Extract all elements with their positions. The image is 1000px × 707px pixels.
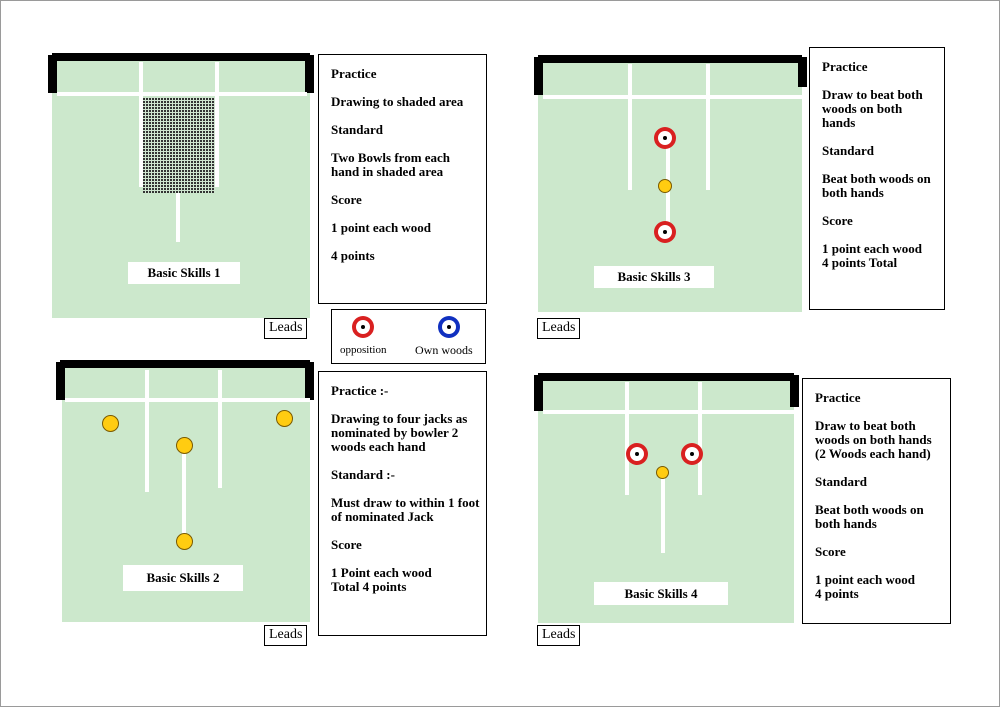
centre-line xyxy=(182,450,186,538)
ditch-top xyxy=(538,373,794,381)
info-practice: Practice xyxy=(822,59,868,74)
jack xyxy=(102,415,119,432)
crossline xyxy=(543,95,802,99)
info-standard-text: Beat both woods on both hands xyxy=(822,171,931,200)
info-box-1: Practice Drawing to shaded area Standard… xyxy=(318,54,487,304)
boundary-line-right xyxy=(698,382,702,495)
ditch-right xyxy=(305,362,314,400)
centre-line xyxy=(176,190,180,242)
diagram-label: Basic Skills 1 xyxy=(128,262,240,284)
ditch-top xyxy=(538,55,802,63)
opposition-wood-icon xyxy=(352,316,374,338)
info-practice-text: Drawing to shaded area xyxy=(331,94,464,109)
ditch-right xyxy=(790,375,799,407)
boundary-line-left xyxy=(628,64,632,190)
info-total: 4 points xyxy=(331,248,375,263)
jack xyxy=(658,179,672,193)
info-score-text: 1 Point each wood Total 4 points xyxy=(331,565,432,594)
info-score-text: 1 point each wood 4 points Total xyxy=(822,241,923,270)
jack xyxy=(276,410,293,427)
info-practice-text: Draw to beat both woods on both hands xyxy=(822,87,923,130)
crossline xyxy=(543,410,794,414)
leads-label: Leads xyxy=(537,318,581,339)
boundary-line-right xyxy=(706,64,710,190)
info-score: Score xyxy=(331,192,362,207)
key-legend: opposition Own woods xyxy=(331,309,486,364)
diagram-label: Basic Skills 3 xyxy=(594,266,714,288)
info-standard: Standard xyxy=(815,474,868,489)
ditch-top xyxy=(60,360,310,368)
info-practice: Practice xyxy=(331,66,377,81)
ditch-left xyxy=(48,55,57,93)
opposition-wood-icon xyxy=(626,443,648,465)
crossline xyxy=(65,398,310,402)
jack xyxy=(176,437,193,454)
leads-label: Leads xyxy=(264,625,308,646)
info-box-2: Practice :- Drawing to four jacks as nom… xyxy=(318,371,487,636)
info-practice: Practice xyxy=(815,390,861,405)
ditch-left xyxy=(534,375,543,411)
jack xyxy=(176,533,193,550)
info-score: Score xyxy=(815,544,846,559)
shaded-target-area xyxy=(143,97,215,193)
info-practice: Practice :- xyxy=(331,383,389,398)
info-practice-text: Drawing to four jacks as nominated by bo… xyxy=(331,411,468,454)
own-wood-icon xyxy=(438,316,460,338)
opposition-wood-icon xyxy=(654,127,676,149)
info-box-3: Practice Draw to beat both woods on both… xyxy=(809,47,945,310)
info-score: Score xyxy=(822,213,853,228)
boundary-line-left xyxy=(145,370,149,492)
info-standard: Standard :- xyxy=(331,467,395,482)
ditch-right xyxy=(305,55,314,93)
boundary-line-right xyxy=(215,62,219,187)
info-standard-text: Must draw to within 1 foot of nominated … xyxy=(331,495,480,524)
leads-label: Leads xyxy=(537,625,581,646)
jack xyxy=(656,466,669,479)
opposition-wood-icon xyxy=(681,443,703,465)
info-standard-text: Beat both woods on both hands xyxy=(815,502,924,531)
ditch-left xyxy=(534,57,543,95)
info-score-text: 1 point each wood 4 points xyxy=(815,572,916,601)
centre-line xyxy=(661,468,665,553)
info-box-4: Practice Draw to beat both woods on both… xyxy=(802,378,951,624)
key-own-label: Own woods xyxy=(415,343,473,357)
leads-label: Leads xyxy=(264,318,308,339)
info-standard: Standard xyxy=(822,143,875,158)
boundary-line-left xyxy=(625,382,629,495)
info-score: Score xyxy=(331,537,362,552)
opposition-wood-icon xyxy=(654,221,676,243)
info-score-text: 1 point each wood xyxy=(331,220,432,235)
info-practice-text: Draw to beat both woods on both hands (2… xyxy=(815,418,932,461)
info-standard-text: Two Bowls from each hand in shaded area xyxy=(331,150,451,179)
diagram-label: Basic Skills 4 xyxy=(594,582,728,605)
diagram-label: Basic Skills 2 xyxy=(123,565,243,591)
crossline xyxy=(57,92,307,96)
boundary-line-right xyxy=(218,370,222,488)
ditch-right xyxy=(798,57,807,87)
key-opposition-label: opposition xyxy=(340,344,387,356)
info-standard: Standard xyxy=(331,122,384,137)
ditch-left xyxy=(56,362,65,400)
boundary-line-left xyxy=(139,62,143,187)
ditch-top xyxy=(52,53,310,61)
